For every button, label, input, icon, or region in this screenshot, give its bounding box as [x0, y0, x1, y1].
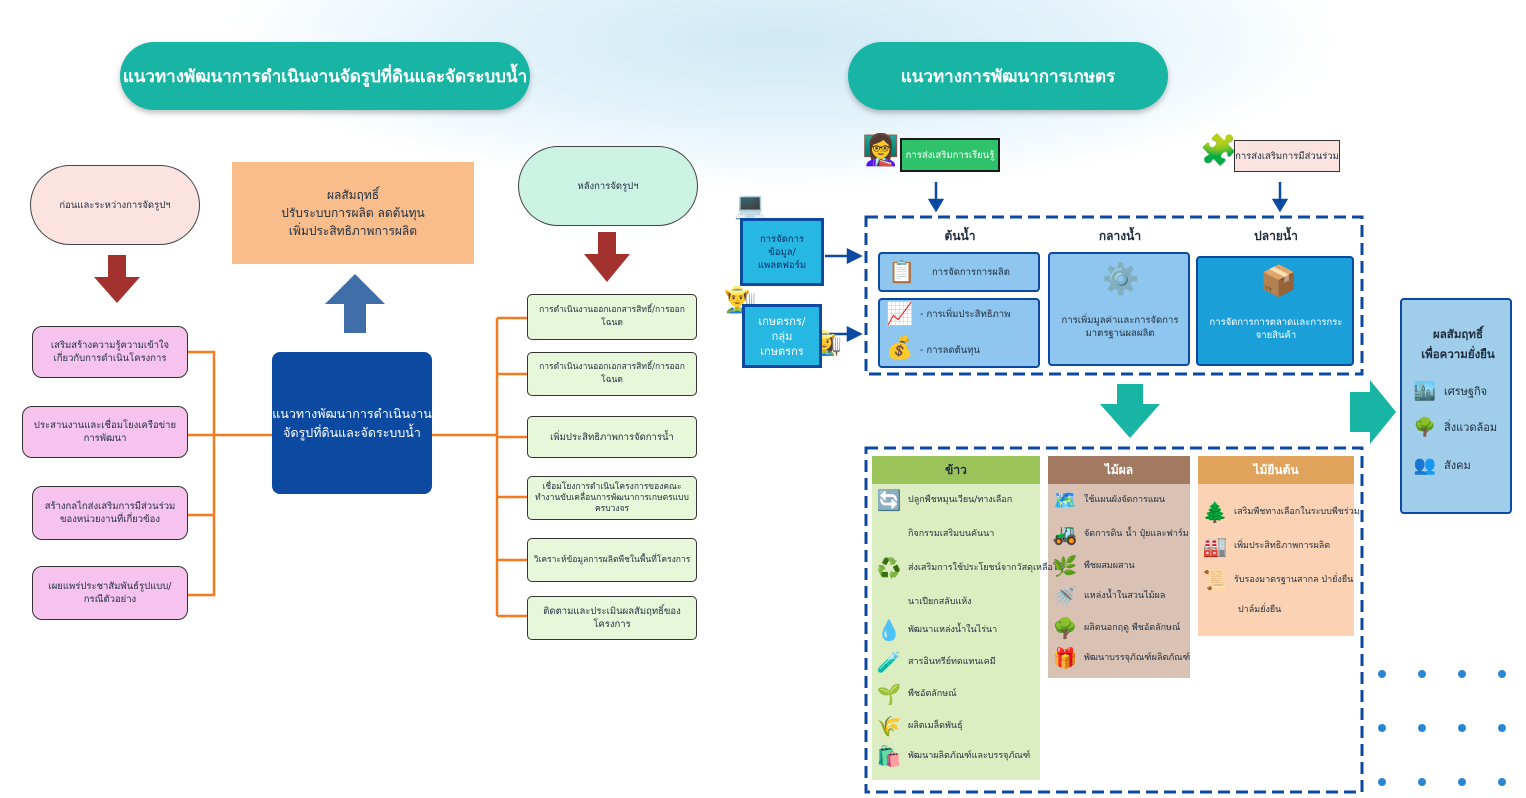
society-icon: 👥: [1413, 455, 1437, 476]
left-item-3: สร้างกลไกส่งเสริมการมีส่วนร่วมของหน่วยงา…: [32, 486, 188, 540]
fruit-item-6: 🎁พัฒนาบรรจุภัณฑ์ผลิตภัณฑ์: [1050, 646, 1191, 670]
down-arrows: [94, 232, 630, 303]
upstream-box-1: 📋 การจัดการการผลิต: [878, 252, 1040, 292]
outcome-box: ผลสัมฤทธิ์ ปรับระบบการผลิต ลดต้นทุน เพิ่…: [232, 162, 474, 264]
students-icon: 👩‍🏫: [862, 133, 900, 168]
data-platform-icon: 💻: [734, 191, 767, 221]
perennial-item-1: 🌲เสริมพืชทางเลือกในระบบพืชร่วม: [1200, 500, 1360, 524]
midstream-title: กลางน้ำ: [1098, 228, 1142, 243]
participation-label: การส่งเสริมการมีส่วนร่วม: [1234, 140, 1340, 172]
rice-item-7: 🌱พืชอัตลักษณ์: [874, 682, 957, 706]
upstream-item3: - การลดต้นทุน: [920, 345, 981, 356]
sustainable-item-3: 👥สังคม: [1410, 455, 1471, 476]
left-title: แนวทางพัฒนาการดำเนินงานจัดรูปที่ดินและจั…: [120, 42, 530, 110]
midstream-text: การเพิ่มมูลค่าและการจัดการมาตรฐานผลผลิต: [1061, 315, 1179, 339]
perennial-item-3: 📜รับรองมาตรฐานสากล ป่ายั่งยืน: [1200, 568, 1354, 592]
learning-label: การส่งเสริมการเรียนรู้: [900, 138, 1000, 172]
map-plan-icon: 🗺️: [1052, 488, 1078, 512]
fruit-column: ไม้ผล: [1048, 456, 1190, 678]
outcome-line2: ปรับระบบการผลิต ลดต้นทุน: [281, 206, 425, 220]
rice-item-3: ♻️ส่งเสริมการใช้ประโยชน์จากวัสดุเหลือใช้: [874, 556, 1064, 580]
downstream-title: ปลายน้ำ: [1254, 228, 1298, 243]
environment-icon: 🌳: [1413, 417, 1437, 438]
upstream-box-2: 📈 - การเพิ่มประสิทธิภาพ 💰 - การลดต้นทุน: [878, 298, 1040, 368]
before-label: ก่อนและระหว่างการจัดรูปฯ: [30, 165, 200, 245]
sustainable-item-2: 🌳สิ่งแวดล้อม: [1410, 417, 1497, 438]
forest-icon: 🌲: [1202, 500, 1228, 524]
fruit-tree-icon: 🌳: [1052, 616, 1078, 640]
perennial-item-4: ปาล์มยั่งยืน: [1238, 605, 1282, 615]
farmer-label: เกษตรกร/กลุ่มเกษตรกร: [742, 304, 822, 368]
package-icon: 🎁: [1052, 646, 1078, 670]
rice-item-8: 🌾ผลิตเมล็ดพันธุ์: [874, 714, 963, 738]
sustainable-panel: ผลสัมฤทธิ์ เพื่อความยั่งยืน 🏙️เศรษฐกิจ 🌳…: [1400, 298, 1512, 514]
rice-item-2: กิจกรรมเสริมบนคันนา: [908, 529, 995, 539]
center-box-line2: จัดรูปที่ดินและจัดระบบน้ำ: [283, 425, 421, 440]
outcome-line3: เพิ่มประสิทธิภาพการผลิต: [288, 224, 418, 238]
left-item-4: เผยแพร่ประชาสัมพันธ์รูปแบบ/กรณีตัวอย่าง: [32, 566, 188, 620]
rice-item-4: นาเปียกสลับแห้ง: [908, 597, 972, 607]
fruit-item-2: 🚜จัดการดิน น้ำ ปุ๋ยและฟาร์ม: [1050, 522, 1189, 546]
fruit-item-1: 🗺️ใช้แผนผังจัดการแผน: [1050, 488, 1166, 512]
upstream-title: ต้นน้ำ: [944, 228, 976, 243]
rice-column: ข้าว: [872, 456, 1040, 780]
perennial-column: ไม้ยืนต้น: [1198, 456, 1354, 636]
growth-chart-icon: 📈: [886, 302, 914, 327]
perennial-title: ไม้ยืนต้น: [1198, 456, 1354, 484]
rice-item-6: 🧪สารอินทรีย์ทดแทนเคมี: [874, 650, 996, 674]
upstream-item2: - การเพิ่มประสิทธิภาพ: [920, 309, 1011, 320]
watering-icon: 🚿: [1052, 584, 1078, 608]
organic-icon: 🧪: [876, 650, 902, 674]
sustainable-title-2: เพื่อความยั่งยืน: [1421, 347, 1495, 361]
economy-icon: 🏙️: [1413, 381, 1437, 402]
seed-pile-icon: 🌾: [876, 714, 902, 738]
crop-rotation-icon: 🔄: [876, 488, 902, 512]
rice-title: ข้าว: [872, 456, 1040, 484]
right-item-4: เชื่อมโยงการดำเนินโครงการของคณะทำงานขับเ…: [527, 476, 697, 520]
downstream-box: 📦 การจัดการการตลาดและการกระจายสินค้า: [1196, 256, 1354, 366]
clipboard-icon: 📋: [888, 260, 916, 285]
right-title: แนวทางการพัฒนาการเกษตร: [848, 42, 1168, 110]
right-item-6: ติดตามและประเมินผลสัมฤทธิ์ของโครงการ: [527, 596, 697, 640]
rice-item-1: 🔄ปลูกพืชหมุนเวียน/ทางเลือก: [874, 488, 1013, 512]
left-item-1: เสริมสร้างความรู้ความเข้าใจเกี่ยวกับการด…: [32, 326, 188, 378]
midstream-box: ⚙️ การเพิ่มมูลค่าและการจัดการมาตรฐานผลผล…: [1048, 252, 1190, 366]
mixed-crop-icon: 🌿: [1052, 554, 1078, 578]
right-item-1: การดำเนินงานออกเอกสารสิทธิ์/การออกโฉนด: [527, 294, 697, 340]
center-box: แนวทางพัฒนาการดำเนินงาน จัดรูปที่ดินและจ…: [272, 352, 432, 494]
data-platform-label: การจัดการข้อมูล/แพลตฟอร์ม: [740, 218, 824, 286]
cost-down-icon: 💰: [886, 336, 914, 361]
rice-item-5: 💧พัฒนาแหล่งน้ำในไร่นา: [874, 618, 998, 642]
fruit-item-5: 🌳ผลิตนอกฤดู พืชอัตลักษณ์: [1050, 616, 1181, 640]
water-icon: 💧: [876, 618, 902, 642]
fruit-item-4: 🚿แหล่งน้ำในสวนไม้ผล: [1050, 584, 1166, 608]
perennial-item-2: 🏭เพิ่มประสิทธิภาพการผลิต: [1200, 534, 1331, 558]
seedling-icon: 🌱: [876, 682, 902, 706]
downstream-text: การจัดการการตลาดและการกระจายสินค้า: [1209, 317, 1343, 341]
puzzle-icon: 🧩: [1200, 133, 1238, 168]
fruit-title: ไม้ผล: [1048, 456, 1190, 484]
outcome-line1: ผลสัมฤทธิ์: [326, 188, 380, 202]
center-box-line1: แนวทางพัฒนาการดำเนินงาน: [272, 406, 432, 421]
sustainable-title-1: ผลสัมฤทธิ์: [1433, 327, 1483, 341]
product-bag-icon: 🛍️: [876, 744, 902, 768]
right-item-3: เพิ่มประสิทธิภาพการจัดการน้ำ: [527, 416, 697, 458]
upstream-item1: การจัดการการผลิต: [932, 267, 1010, 278]
efficiency-icon: 🏭: [1202, 534, 1228, 558]
right-item-5: วิเคราะห์ข้อมูลการผลิตพืชในพื้นที่โครงกา…: [527, 538, 697, 582]
gear-network-icon: ⚙️: [1102, 262, 1140, 297]
sustainable-item-1: 🏙️เศรษฐกิจ: [1410, 381, 1487, 402]
right-item-2: การดำเนินงานออกเอกสารสิทธิ์/การออกโฉนด: [527, 352, 697, 396]
rice-item-9: 🛍️พัฒนาผลิตภัณฑ์และบรรจุภัณฑ์: [874, 744, 1031, 768]
farm-icon: 🚜: [1052, 522, 1078, 546]
fruit-item-3: 🌿พืชผสมผสาน: [1050, 554, 1135, 578]
recycle-icon: ♻️: [876, 556, 902, 580]
after-label: หลังการจัดรูปฯ: [518, 146, 698, 226]
package-hand-icon: 📦: [1260, 264, 1298, 299]
certificate-icon: 📜: [1202, 568, 1228, 592]
left-item-2: ประสานงานและเชื่อมโยงเครือข่ายการพัฒนา: [22, 406, 188, 458]
